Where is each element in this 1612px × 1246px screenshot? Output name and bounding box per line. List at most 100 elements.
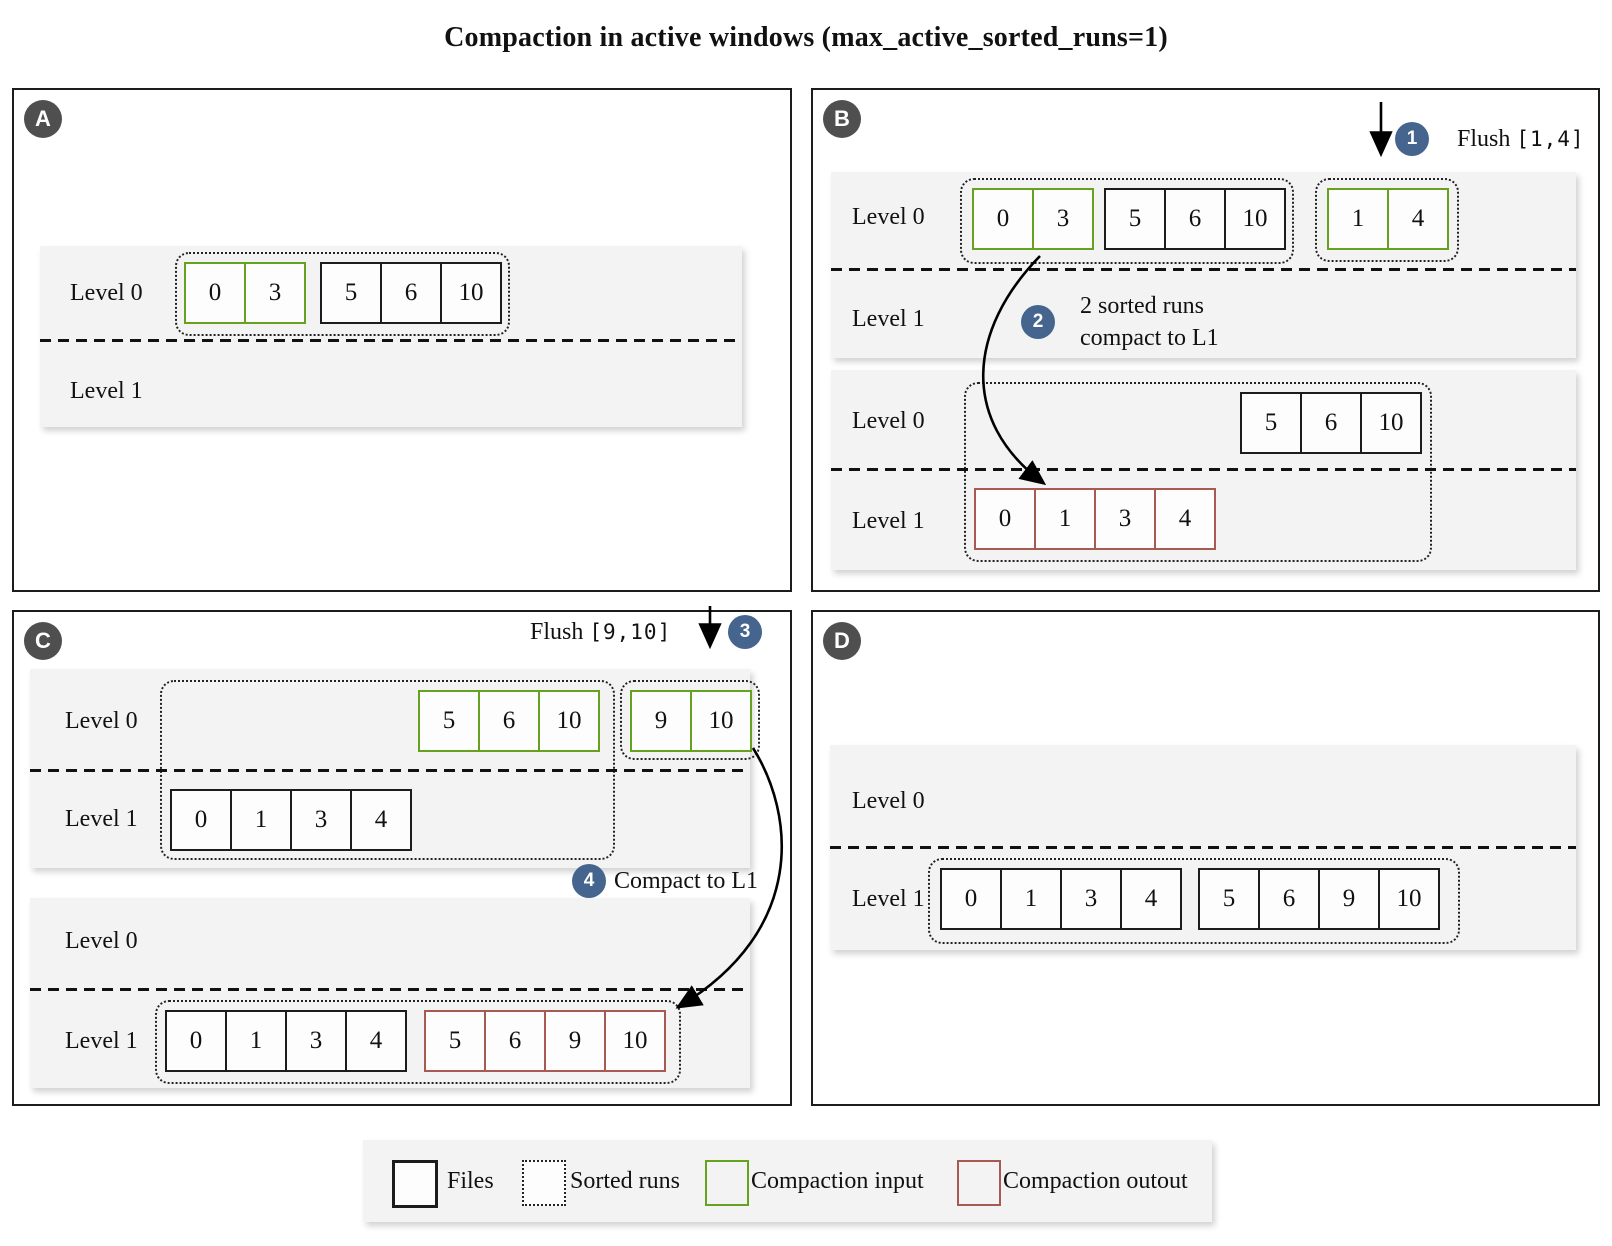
file-cell: 3 bbox=[1056, 205, 1070, 232]
file-cell: 5 bbox=[1106, 190, 1166, 248]
file-cell: 4 bbox=[369, 1027, 383, 1054]
file-box: 0 1 3 4 bbox=[940, 868, 1182, 930]
file-cell: 4 bbox=[374, 806, 388, 833]
file-cell: 1 bbox=[1329, 190, 1389, 248]
legend-band bbox=[363, 1140, 1212, 1222]
file-box: 5 6 10 bbox=[1240, 392, 1422, 454]
file-cell: 9 bbox=[546, 1012, 606, 1070]
legend-compaction-output-label: Compaction outout bbox=[1003, 1168, 1188, 1194]
file-cell: 5 bbox=[322, 264, 382, 322]
legend-compaction-input-label: Compaction input bbox=[751, 1168, 924, 1194]
diagram-title: Compaction in active windows (max_active… bbox=[444, 22, 1168, 53]
level-divider bbox=[830, 846, 1576, 849]
flush-range: [1,4] bbox=[1516, 127, 1585, 151]
file-cell: 10 bbox=[622, 1027, 648, 1054]
panel-a-badge: A bbox=[24, 100, 62, 138]
files-swatch bbox=[392, 1160, 438, 1208]
level0-label: Level 0 bbox=[65, 928, 138, 954]
file-cell: 10 bbox=[1242, 205, 1268, 232]
file-cell: 3 bbox=[1062, 870, 1122, 928]
file-cell: 5 bbox=[1242, 394, 1302, 452]
file-box: 0 1 3 4 bbox=[165, 1010, 407, 1072]
step-circle-4: 4 bbox=[572, 864, 606, 898]
level-divider bbox=[831, 468, 1576, 471]
file-cell: 5 bbox=[1200, 870, 1260, 928]
level0-label: Level 0 bbox=[852, 204, 925, 230]
file-cell: 9 bbox=[632, 692, 692, 750]
file-cell: 1 bbox=[227, 1012, 287, 1070]
file-cell: 5 bbox=[420, 692, 480, 750]
file-box-compaction-output: 0 1 3 4 bbox=[974, 488, 1216, 550]
file-cell: 1 bbox=[1002, 870, 1062, 928]
file-box: 5 6 9 10 bbox=[1198, 868, 1440, 930]
level0-label: Level 0 bbox=[852, 788, 925, 814]
file-box: 5 6 10 bbox=[1104, 188, 1286, 250]
file-cell: 6 bbox=[1260, 870, 1320, 928]
file-cell: 5 bbox=[426, 1012, 486, 1070]
file-cell: 10 bbox=[1378, 409, 1404, 436]
level1-label: Level 1 bbox=[852, 508, 925, 534]
file-cell: 0 bbox=[942, 870, 1002, 928]
step-circle-3: 3 bbox=[728, 615, 762, 649]
file-cell: 3 bbox=[1096, 490, 1156, 548]
level1-label: Level 1 bbox=[70, 378, 143, 404]
sorted-run-outline bbox=[964, 382, 1432, 562]
level-divider bbox=[40, 339, 742, 342]
file-cell: 10 bbox=[556, 707, 582, 734]
file-box-flushed: 1 4 bbox=[1327, 188, 1449, 250]
file-cell: 6 bbox=[382, 264, 442, 322]
file-box-compaction-output: 5 6 9 10 bbox=[424, 1010, 666, 1072]
sorted-run-outline bbox=[960, 178, 1294, 264]
file-cell: 6 bbox=[486, 1012, 546, 1070]
file-box: 0 1 3 4 bbox=[170, 789, 412, 851]
compaction-output-swatch bbox=[957, 1160, 1001, 1206]
file-cell: 1 bbox=[232, 791, 292, 849]
sorted-run-outline bbox=[928, 858, 1460, 944]
level1-label: Level 1 bbox=[65, 1028, 138, 1054]
file-cell: 0 bbox=[186, 264, 246, 322]
level0-label: Level 0 bbox=[70, 280, 143, 306]
level-divider bbox=[30, 769, 750, 772]
file-cell: 0 bbox=[167, 1012, 227, 1070]
sorted-run-outline bbox=[1315, 178, 1459, 262]
flush-range: [9,10] bbox=[589, 620, 672, 644]
file-cell: 3 bbox=[287, 1012, 347, 1070]
level-divider bbox=[30, 988, 750, 991]
level1-label: Level 1 bbox=[65, 806, 138, 832]
step-circle-2: 2 bbox=[1021, 305, 1055, 339]
sorted-run-outline bbox=[155, 1000, 681, 1084]
file-box-compaction-input: 5 6 10 bbox=[418, 690, 600, 752]
level1-label: Level 1 bbox=[852, 306, 925, 332]
compaction-input-swatch bbox=[705, 1160, 749, 1206]
compact-note-4: Compact to L1 bbox=[614, 868, 758, 894]
flush-note-3: Flush [9,10] bbox=[530, 619, 672, 645]
level1-label: Level 1 bbox=[852, 886, 925, 912]
legend-sorted-runs-label: Sorted runs bbox=[570, 1168, 680, 1194]
flush-note-1: Flush [1,4] bbox=[1457, 126, 1585, 152]
file-cell: 3 bbox=[292, 791, 352, 849]
file-cell: 10 bbox=[708, 707, 734, 734]
sorted-runs-swatch bbox=[522, 1160, 566, 1206]
file-cell: 10 bbox=[458, 279, 484, 306]
panel-d-badge: D bbox=[823, 622, 861, 660]
file-cell: 0 bbox=[976, 490, 1036, 548]
compact-note: 2 sorted runs compact to L1 bbox=[1080, 293, 1219, 351]
file-box: 5 6 10 bbox=[320, 262, 502, 324]
file-cell: 0 bbox=[974, 190, 1034, 248]
panel-c-badge: C bbox=[24, 622, 62, 660]
legend-files-label: Files bbox=[447, 1168, 494, 1194]
file-cell: 4 bbox=[1178, 505, 1192, 532]
file-cell: 9 bbox=[1320, 870, 1380, 928]
file-box-flushed: 9 10 bbox=[630, 690, 752, 752]
file-cell: 6 bbox=[480, 692, 540, 750]
file-cell: 6 bbox=[1302, 394, 1362, 452]
panel-b-badge: B bbox=[823, 100, 861, 138]
file-box-compaction-input: 0 3 bbox=[972, 188, 1094, 250]
file-cell: 0 bbox=[172, 791, 232, 849]
file-cell: 4 bbox=[1411, 205, 1425, 232]
level0-label: Level 0 bbox=[852, 408, 925, 434]
file-cell: 1 bbox=[1036, 490, 1096, 548]
step-circle-1: 1 bbox=[1395, 122, 1429, 156]
file-cell: 6 bbox=[1166, 190, 1226, 248]
